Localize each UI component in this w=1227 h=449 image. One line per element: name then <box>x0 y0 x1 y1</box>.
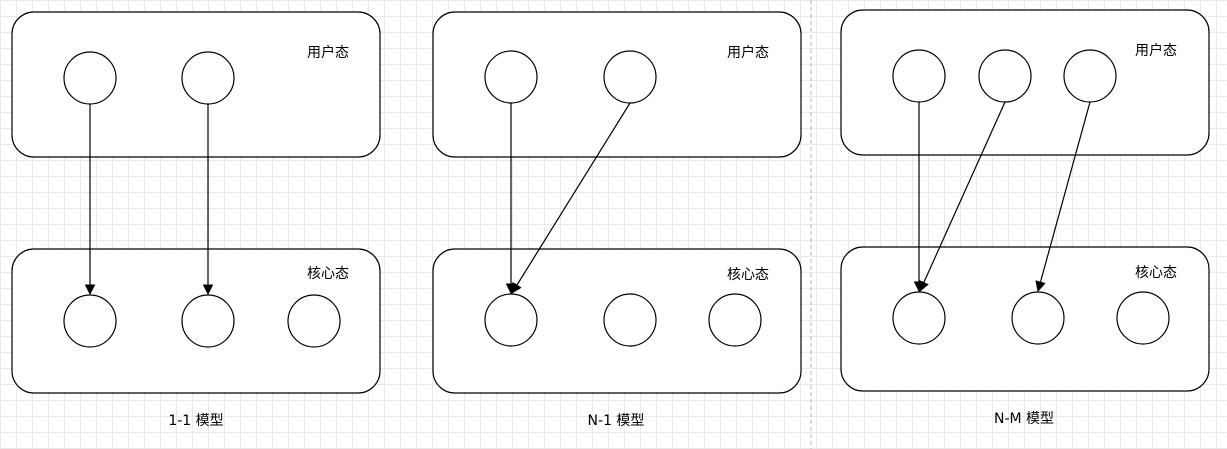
user-space-label: 用户态 <box>727 44 769 61</box>
user-thread-node <box>181 51 235 105</box>
model-caption: N-1 模型 <box>588 413 645 429</box>
model-caption: 1-1 模型 <box>168 413 223 429</box>
panel-n-1-model: 用户态 核心态 N-1 模型 <box>432 11 802 429</box>
kernel-space-label: 核心态 <box>727 267 769 283</box>
user-thread-node <box>978 49 1032 103</box>
mapping-arrow <box>511 102 631 294</box>
kernel-space-label: 核心态 <box>1135 265 1177 281</box>
mapping-arrow <box>919 101 1006 292</box>
kernel-thread-node <box>603 293 657 347</box>
user-thread-node <box>1063 49 1117 103</box>
mapping-arrow <box>1035 101 1091 293</box>
kernel-thread-node <box>892 291 946 345</box>
kernel-thread-node <box>181 294 235 348</box>
kernel-thread-node <box>484 293 538 347</box>
kernel-thread-node <box>63 294 117 348</box>
user-thread-node <box>603 50 657 104</box>
user-space-label: 用户态 <box>1135 42 1177 59</box>
user-thread-node <box>63 51 117 105</box>
panel-n-m-model: 用户态 核心态 N-M 模型 <box>840 9 1210 427</box>
model-caption: N-M 模型 <box>994 411 1054 427</box>
kernel-thread-node <box>1116 291 1170 345</box>
kernel-space-label: 核心态 <box>307 266 349 282</box>
user-space-label: 用户态 <box>307 44 349 61</box>
user-thread-node <box>892 49 946 103</box>
kernel-thread-node <box>287 294 341 348</box>
panel-1-1-model: 用户态 核心态 1-1 模型 <box>11 11 381 429</box>
kernel-thread-node <box>708 293 762 347</box>
user-thread-node <box>484 50 538 104</box>
kernel-thread-node <box>1011 291 1065 345</box>
